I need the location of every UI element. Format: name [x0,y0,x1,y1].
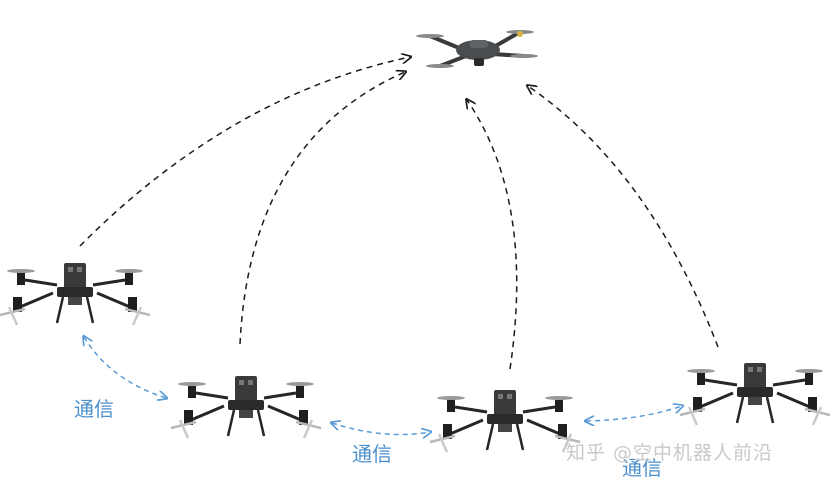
comm-label-2: 通信 [352,442,392,466]
uplink-drone4 [528,86,719,348]
drone-3 [428,388,582,454]
comm-link-2 [332,423,430,435]
uplink-drone2 [239,72,405,345]
comm-label-3: 通信 [622,456,662,480]
leader-drone [416,30,538,68]
comm-links [84,337,682,435]
uplink-lines [79,57,719,370]
drone-4 [678,361,832,427]
comm-link-3 [586,406,682,421]
watermark: 知乎 @空中机器人前沿 [566,442,774,464]
drone-1 [0,261,152,327]
drone-2 [169,374,323,440]
comm-link-1 [84,337,166,398]
comm-label-1: 通信 [74,397,114,421]
uplink-drone3 [467,100,518,370]
uplink-drone1 [79,57,410,247]
